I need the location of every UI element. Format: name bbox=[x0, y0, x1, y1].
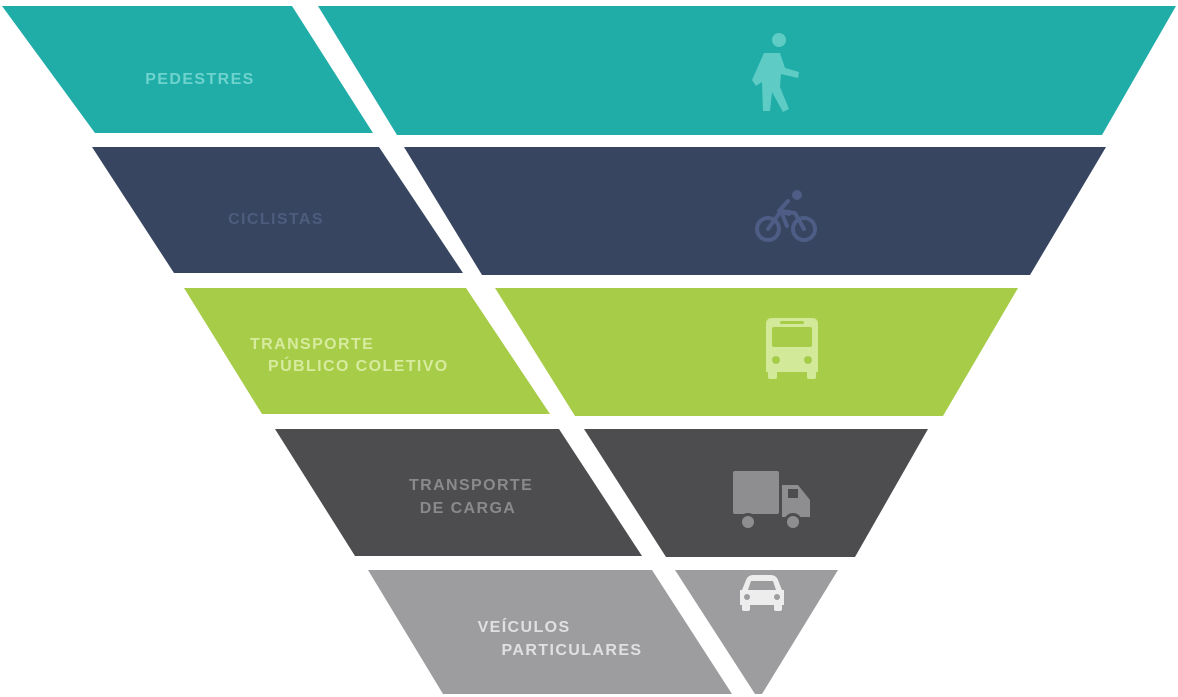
bus-icon bbox=[766, 318, 818, 379]
tier-pedestrians-icon-panel bbox=[318, 6, 1176, 135]
tier-pedestrians: PEDESTRES bbox=[2, 6, 1176, 135]
tier-pedestrians-label: PEDESTRES bbox=[145, 71, 255, 88]
tier-cyclists-label-line-1: CICLISTAS bbox=[228, 211, 324, 228]
tier-private-vehicles: VEÍCULOS PARTICULARES bbox=[368, 570, 838, 694]
tier-cyclists: CICLISTAS bbox=[92, 147, 1106, 275]
tier-private-vehicles-label-line-2: PARTICULARES bbox=[502, 642, 643, 659]
tier-private-vehicles-label-panel bbox=[368, 570, 732, 694]
tier-cyclists-label-panel bbox=[92, 147, 463, 273]
tier-cargo-transport-label: TRANSPORTE DE CARGA bbox=[409, 477, 539, 517]
tier-private-vehicles-label: VEÍCULOS PARTICULARES bbox=[478, 617, 643, 659]
bicycle-icon bbox=[755, 190, 817, 242]
tier-cargo-transport-label-panel bbox=[275, 429, 642, 556]
tier-cyclists-icon-panel bbox=[404, 147, 1106, 275]
car-icon bbox=[740, 575, 784, 611]
tier-pedestrians-label-line-1: PEDESTRES bbox=[145, 71, 255, 88]
tier-public-transport: TRANSPORTE PÚBLICO COLETIVO bbox=[184, 288, 1018, 416]
tier-private-vehicles-label-line-1: VEÍCULOS bbox=[478, 617, 571, 636]
tier-cyclists-label: CICLISTAS bbox=[228, 211, 324, 228]
pedestrian-icon bbox=[752, 33, 799, 112]
tier-cargo-transport-label-line-1: TRANSPORTE bbox=[409, 477, 533, 494]
tier-public-transport-label-panel bbox=[184, 288, 550, 414]
tier-public-transport-icon-panel bbox=[495, 288, 1018, 416]
tier-public-transport-label-line-1: TRANSPORTE bbox=[250, 336, 374, 353]
tier-pedestrians-label-panel bbox=[2, 6, 373, 133]
truck-icon bbox=[733, 471, 810, 531]
tier-cargo-transport-label-line-2: DE CARGA bbox=[420, 500, 517, 517]
tier-public-transport-label: TRANSPORTE PÚBLICO COLETIVO bbox=[250, 336, 449, 375]
tier-private-vehicles-icon-panel bbox=[675, 570, 838, 694]
tier-cargo-transport: TRANSPORTE DE CARGA bbox=[275, 429, 928, 557]
tier-public-transport-label-line-2: PÚBLICO COLETIVO bbox=[268, 356, 449, 375]
